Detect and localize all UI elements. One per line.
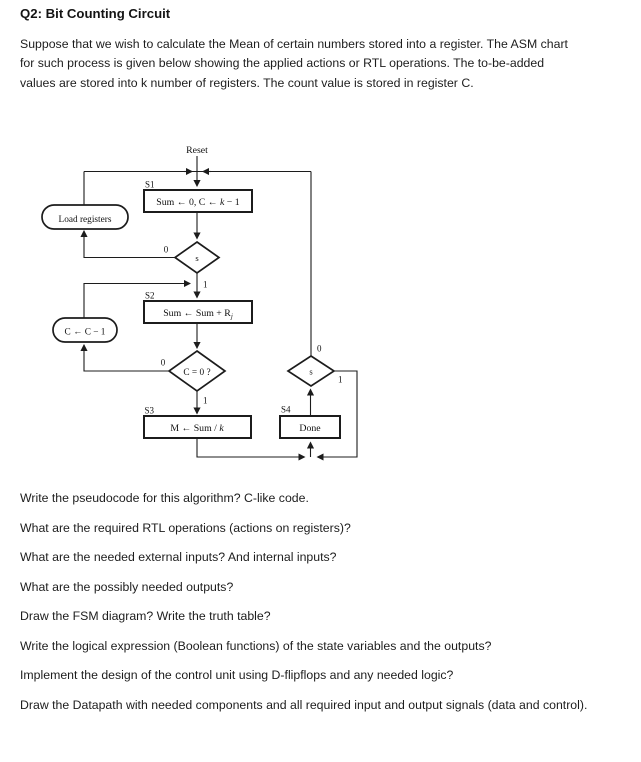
- state-s3-action: M ← Sum / k: [170, 423, 224, 434]
- decision-s-done-text: s: [309, 366, 313, 376]
- load-registers-oval: [41, 204, 129, 230]
- state-s2: S2 Sum ← Sum + Rj: [143, 291, 253, 324]
- state-s4: S4 Done: [279, 405, 341, 439]
- s3-to-junction-line: [196, 438, 306, 461]
- state-s1-box: [143, 189, 253, 213]
- decision-s-diamond: [173, 240, 221, 275]
- conditional-output-load-registers: Load registers: [41, 204, 129, 230]
- question-item: Draw the Datapath with needed components…: [20, 697, 588, 712]
- state-s2-action: Sum ← Sum + Rj: [163, 308, 233, 321]
- question-item: What are the possibly needed outputs?: [20, 579, 234, 594]
- state-s3: S3 M ← Sum / k: [143, 406, 252, 439]
- state-s2-label: S2: [145, 291, 155, 301]
- decision-s-done-diamond: [286, 354, 336, 388]
- state-s1-action: Sum ← 0, C ← k − 1: [156, 197, 239, 208]
- asm-connectors: [80, 156, 358, 461]
- question-item: What are the needed external inputs? And…: [20, 550, 337, 564]
- question-list: Write the pseudocode for this algorithm?…: [20, 490, 602, 726]
- branch-label-one: 1: [203, 396, 208, 406]
- state-s2-box: [143, 300, 253, 324]
- decision-s1-start: s 0 1: [164, 240, 221, 290]
- conditional-output-decrement: C ← C − 1: [52, 317, 118, 343]
- dec-loop-return-line: [83, 279, 192, 318]
- decrement-text: C ← C − 1: [65, 327, 106, 337]
- state-s3-label: S3: [145, 406, 155, 416]
- state-s4-action: Done: [299, 423, 321, 434]
- branch-label-one: 1: [338, 375, 343, 385]
- state-s4-box: [279, 415, 341, 439]
- state-s4-label: S4: [281, 405, 291, 415]
- c-not-zero-branch-line: [80, 343, 169, 372]
- branch-label-zero: 0: [161, 358, 166, 368]
- question-item: Draw the FSM diagram? Write the truth ta…: [20, 609, 271, 623]
- branch-label-zero: 0: [317, 344, 322, 354]
- branch-label-zero: 0: [164, 245, 169, 255]
- question-item: Write the logical expression (Boolean fu…: [20, 638, 492, 653]
- question-item: Implement the design of the control unit…: [20, 668, 454, 682]
- decision-s-text: s: [195, 253, 199, 263]
- decrement-oval: [52, 317, 118, 343]
- reset-label: Reset: [186, 145, 208, 156]
- decision-c-zero: C = 0 ? 0 1: [161, 349, 227, 406]
- page-title: Q2: Bit Counting Circuit: [20, 6, 171, 21]
- decision-s-done: s 0 1: [286, 344, 343, 388]
- state-s1: S1 Sum ← 0, C ← k − 1: [143, 180, 253, 213]
- question-item: What are the required RTL operations (ac…: [20, 520, 351, 535]
- branch-label-one: 1: [203, 280, 208, 290]
- decision-c-zero-diamond: [167, 349, 227, 393]
- state-s3-box: [143, 415, 252, 439]
- question-item: Write the pseudocode for this algorithm?…: [20, 491, 309, 505]
- s-zero-branch-line: [80, 229, 176, 259]
- decision-c-zero-text: C = 0 ?: [183, 368, 210, 378]
- state-s1-label: S1: [145, 180, 155, 190]
- load-registers-text: Load registers: [59, 215, 112, 225]
- s-one-loop-line: [316, 370, 358, 461]
- intro-paragraph: Suppose that we wish to calculate the Me…: [20, 37, 568, 90]
